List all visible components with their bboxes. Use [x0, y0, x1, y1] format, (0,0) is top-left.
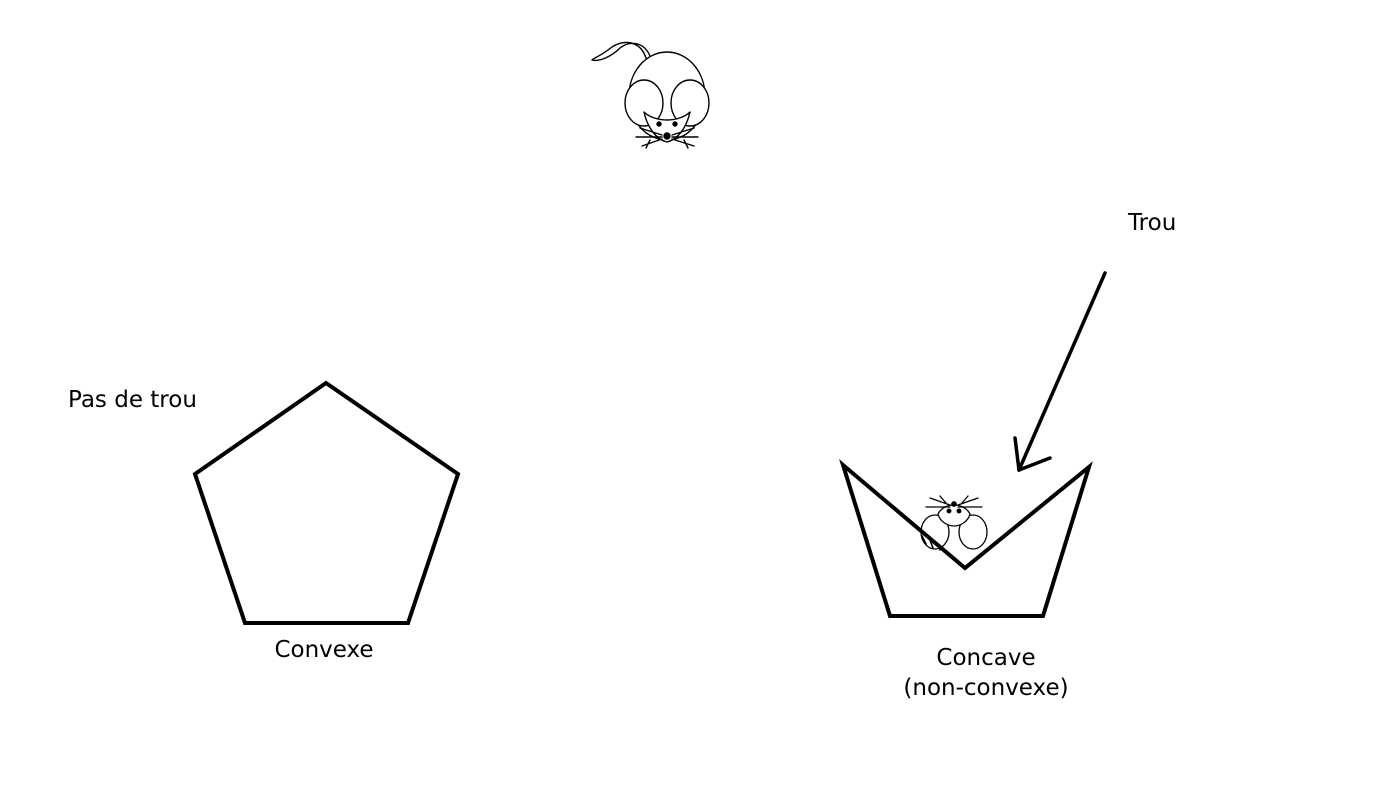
mouse-peeking-icon	[920, 495, 988, 551]
non-convex-label: (non-convexe)	[903, 675, 1069, 701]
concave-label: Concave	[936, 645, 1036, 671]
concave-shape	[839, 459, 1093, 618]
hole-label: Trou	[1128, 210, 1177, 236]
arrow-icon	[1013, 271, 1107, 472]
no-hole-label: Pas de trou	[68, 387, 197, 413]
convex-pentagon	[192, 380, 461, 625]
convex-label: Convexe	[274, 637, 374, 663]
mouse-icon	[591, 41, 710, 149]
